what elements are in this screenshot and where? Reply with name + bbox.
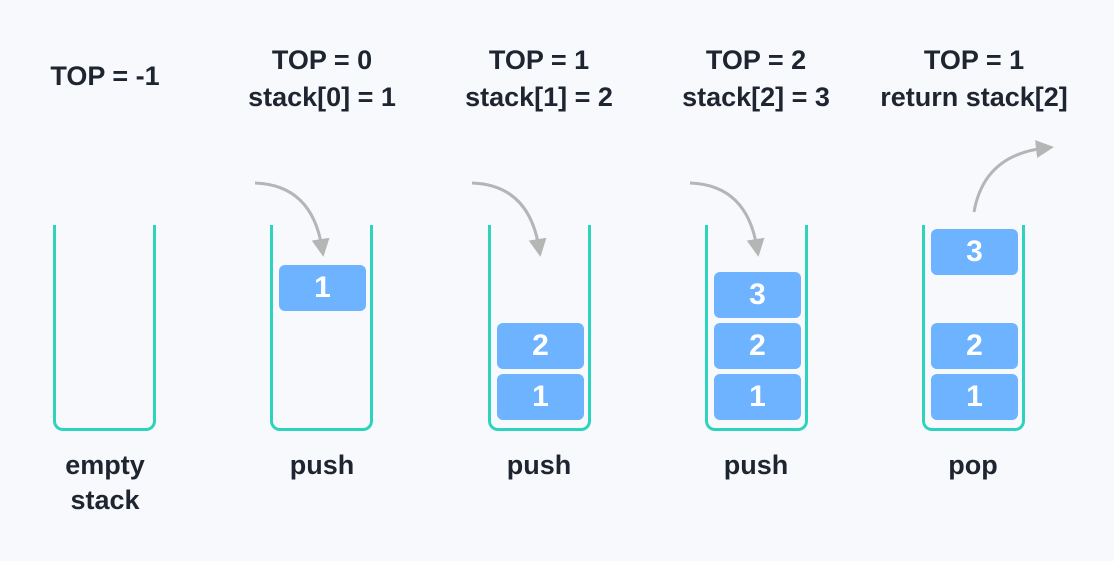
push-arrow-icon (689, 181, 765, 257)
stack-container (270, 225, 373, 431)
stack-container (53, 225, 156, 431)
stack-container (705, 225, 808, 431)
assignment-label: stack[2] = 3 (682, 82, 830, 112)
assignment-label: stack[0] = 1 (248, 82, 396, 112)
stack-element: 2 (497, 323, 584, 369)
stack-container (488, 225, 591, 431)
top-label: TOP = 1 (923, 45, 1025, 75)
push-arrow-icon (254, 181, 330, 257)
top-label: TOP = 2 (705, 45, 807, 75)
stack-element: 1 (931, 374, 1018, 420)
operation-caption: pop (948, 450, 998, 480)
stack-element: 3 (714, 272, 801, 318)
top-label: TOP = -1 (50, 61, 160, 91)
assignment-label: stack[1] = 2 (465, 82, 613, 112)
stack-container (922, 225, 1025, 431)
return-label: return stack[2] (880, 82, 1068, 112)
top-label: TOP = 0 (271, 45, 373, 75)
stack-element: 1 (497, 374, 584, 420)
push-arrow-icon (471, 181, 547, 257)
stack-element: 1 (714, 374, 801, 420)
operation-caption: push (506, 450, 572, 480)
stack-element: 1 (279, 265, 366, 311)
operation-caption: push (289, 450, 355, 480)
popped-element: 3 (931, 229, 1018, 275)
operation-caption: push (723, 450, 789, 480)
stack-element: 2 (931, 323, 1018, 369)
pop-arrow-icon (972, 140, 1054, 213)
top-label: TOP = 1 (488, 45, 590, 75)
stack-element: 2 (714, 323, 801, 369)
operation-caption: empty stack (65, 450, 145, 515)
